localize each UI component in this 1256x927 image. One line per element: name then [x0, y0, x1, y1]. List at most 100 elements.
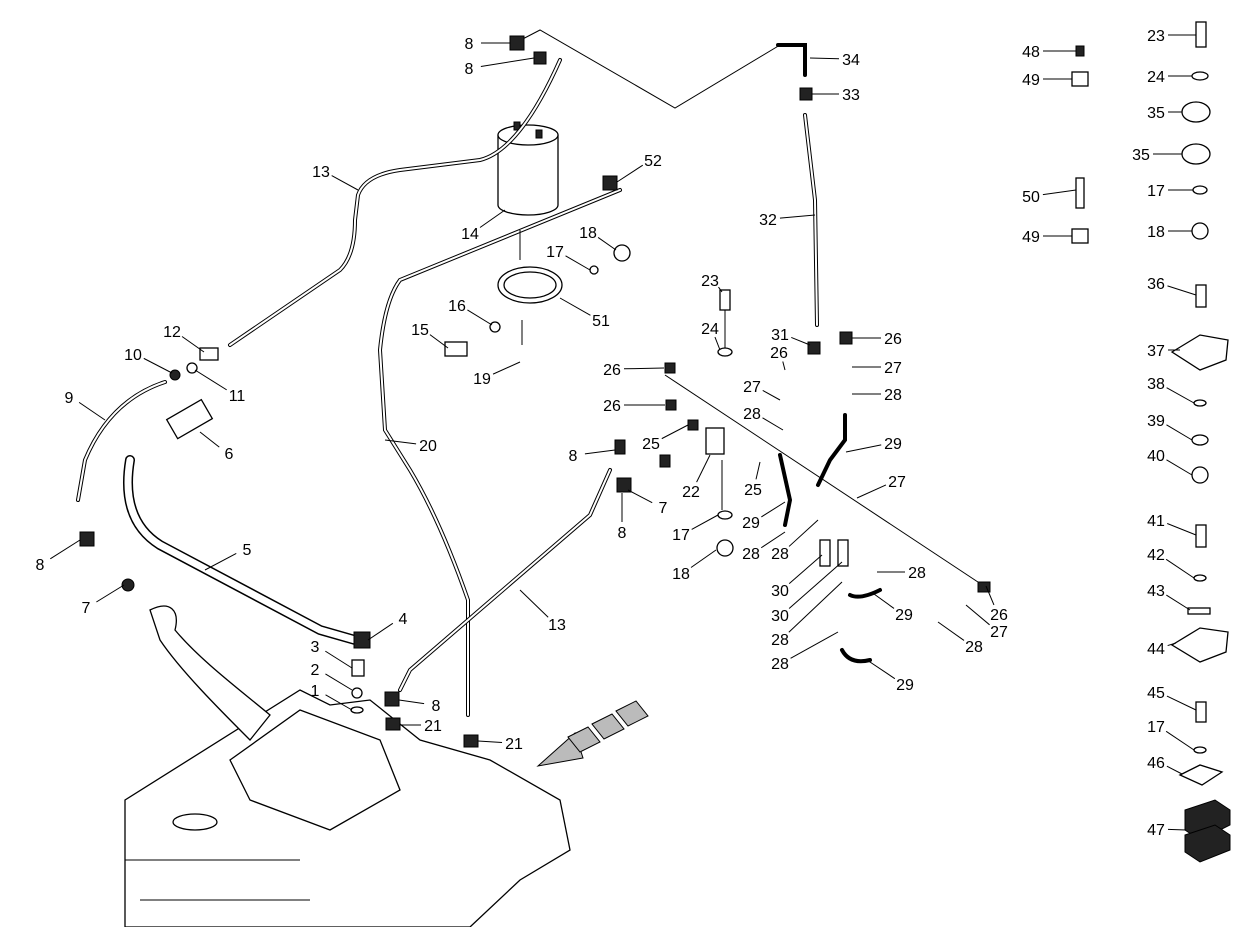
callout-leader-line — [492, 361, 521, 375]
callout-leader-line — [696, 454, 711, 483]
callout-label: 31 — [771, 327, 789, 344]
callout-leader-line — [788, 581, 843, 633]
callout-label: 49 — [1022, 72, 1040, 89]
callout-label: 7 — [659, 500, 668, 517]
callout-leader-line — [616, 164, 644, 183]
callout-label: 8 — [569, 448, 578, 465]
callout-label: 33 — [842, 87, 860, 104]
callout-leader-line — [1167, 828, 1187, 831]
callout-label: 29 — [895, 607, 913, 624]
callout-label: 11 — [229, 388, 246, 405]
callout-leader-line — [565, 255, 591, 271]
callout-label: 24 — [701, 321, 719, 338]
callout-label: 26 — [884, 331, 902, 348]
callout-label: 25 — [744, 482, 762, 499]
callout-label: 28 — [743, 406, 761, 423]
callout-label: 18 — [1147, 224, 1165, 241]
direction-arrow — [536, 700, 649, 767]
callout-label: 17 — [546, 244, 564, 261]
callout-leader-line — [479, 209, 506, 228]
callout-leader-line — [78, 401, 106, 421]
callout-leader-line — [661, 424, 689, 440]
callout-label: 4 — [399, 611, 408, 628]
callout-leader-line — [143, 357, 173, 374]
callout-leader-line — [325, 673, 353, 691]
callout-label: 38 — [1147, 376, 1165, 393]
callout-label: 8 — [465, 36, 474, 53]
callout-label: 18 — [579, 225, 597, 242]
callout-leader-line — [519, 589, 549, 618]
callout-leader-line — [1165, 558, 1195, 579]
callout-leader-line — [1042, 189, 1077, 196]
callout-label: 2 — [311, 662, 320, 679]
callout-leader-line — [762, 390, 781, 401]
callout-label: 8 — [465, 61, 474, 78]
callout-label: 19 — [473, 371, 491, 388]
callout-label: 36 — [1147, 276, 1165, 293]
canister — [444, 121, 563, 357]
callout-label: 35 — [1147, 105, 1165, 122]
callout-label: 47 — [1147, 822, 1165, 839]
callout-label: 21 — [424, 718, 442, 735]
callout-label: 42 — [1147, 547, 1165, 564]
callout-label: 6 — [225, 446, 234, 463]
callout-leader-line — [367, 622, 394, 641]
callout-label: 29 — [884, 436, 902, 453]
callout-label: 28 — [771, 546, 789, 563]
callout-leader-line — [597, 236, 617, 251]
fuel-tank — [124, 605, 571, 927]
callout-label: 28 — [742, 546, 760, 563]
callout-leader-line — [384, 439, 417, 445]
callout-leader-line — [1166, 594, 1191, 611]
callout-leader-line — [1166, 424, 1193, 441]
callout-label: 28 — [884, 387, 902, 404]
callout-leader-line — [1166, 459, 1193, 476]
callout-leader-line — [718, 286, 723, 293]
callout-leader-line — [788, 554, 823, 584]
callout-leader-line — [762, 417, 784, 431]
callout-leader-line — [1165, 730, 1195, 751]
callout-label: 40 — [1147, 448, 1165, 465]
callout-leader-line — [809, 57, 840, 60]
callout-label: 30 — [771, 583, 789, 600]
callout-label: 18 — [672, 566, 690, 583]
callout-label: 30 — [771, 608, 789, 625]
callout-leader-line — [1166, 765, 1183, 775]
callout-label: 43 — [1147, 583, 1165, 600]
callout-leader-line — [398, 699, 425, 705]
callout-label: 28 — [771, 632, 789, 649]
callout-leader-line — [204, 553, 237, 571]
callout-leader-line — [761, 501, 786, 518]
callout-label: 13 — [312, 164, 330, 181]
callout-label: 27 — [990, 624, 1008, 641]
callout-label: 37 — [1147, 343, 1165, 360]
callout-label: 26 — [770, 345, 788, 362]
callout-leader-line — [788, 561, 843, 609]
callout-leader-line — [691, 514, 719, 530]
callout-leader-line — [429, 334, 449, 349]
hardware-column — [1071, 21, 1231, 863]
callout-label: 27 — [888, 474, 906, 491]
callout-label: 49 — [1022, 229, 1040, 246]
callout-leader-line — [755, 461, 761, 480]
callout-leader-line — [965, 604, 990, 626]
callout-label: 1 — [311, 683, 320, 700]
pipes — [76, 29, 991, 717]
callout-label: 7 — [82, 600, 91, 617]
callout-label: 29 — [742, 515, 760, 532]
callout-label: 26 — [603, 398, 621, 415]
callout-leader-line — [199, 431, 220, 448]
callout-leader-line — [866, 659, 896, 680]
callout-label: 26 — [990, 607, 1008, 624]
callout-label: 39 — [1147, 413, 1165, 430]
callout-leader-line — [50, 539, 81, 560]
callout-label: 10 — [124, 347, 142, 364]
callout-label: 27 — [743, 379, 761, 396]
fittings — [79, 35, 991, 748]
callout-label: 22 — [682, 484, 700, 501]
callout-leader-line — [937, 621, 965, 641]
callout-label: 9 — [65, 390, 74, 407]
callout-leader-line — [690, 549, 717, 568]
